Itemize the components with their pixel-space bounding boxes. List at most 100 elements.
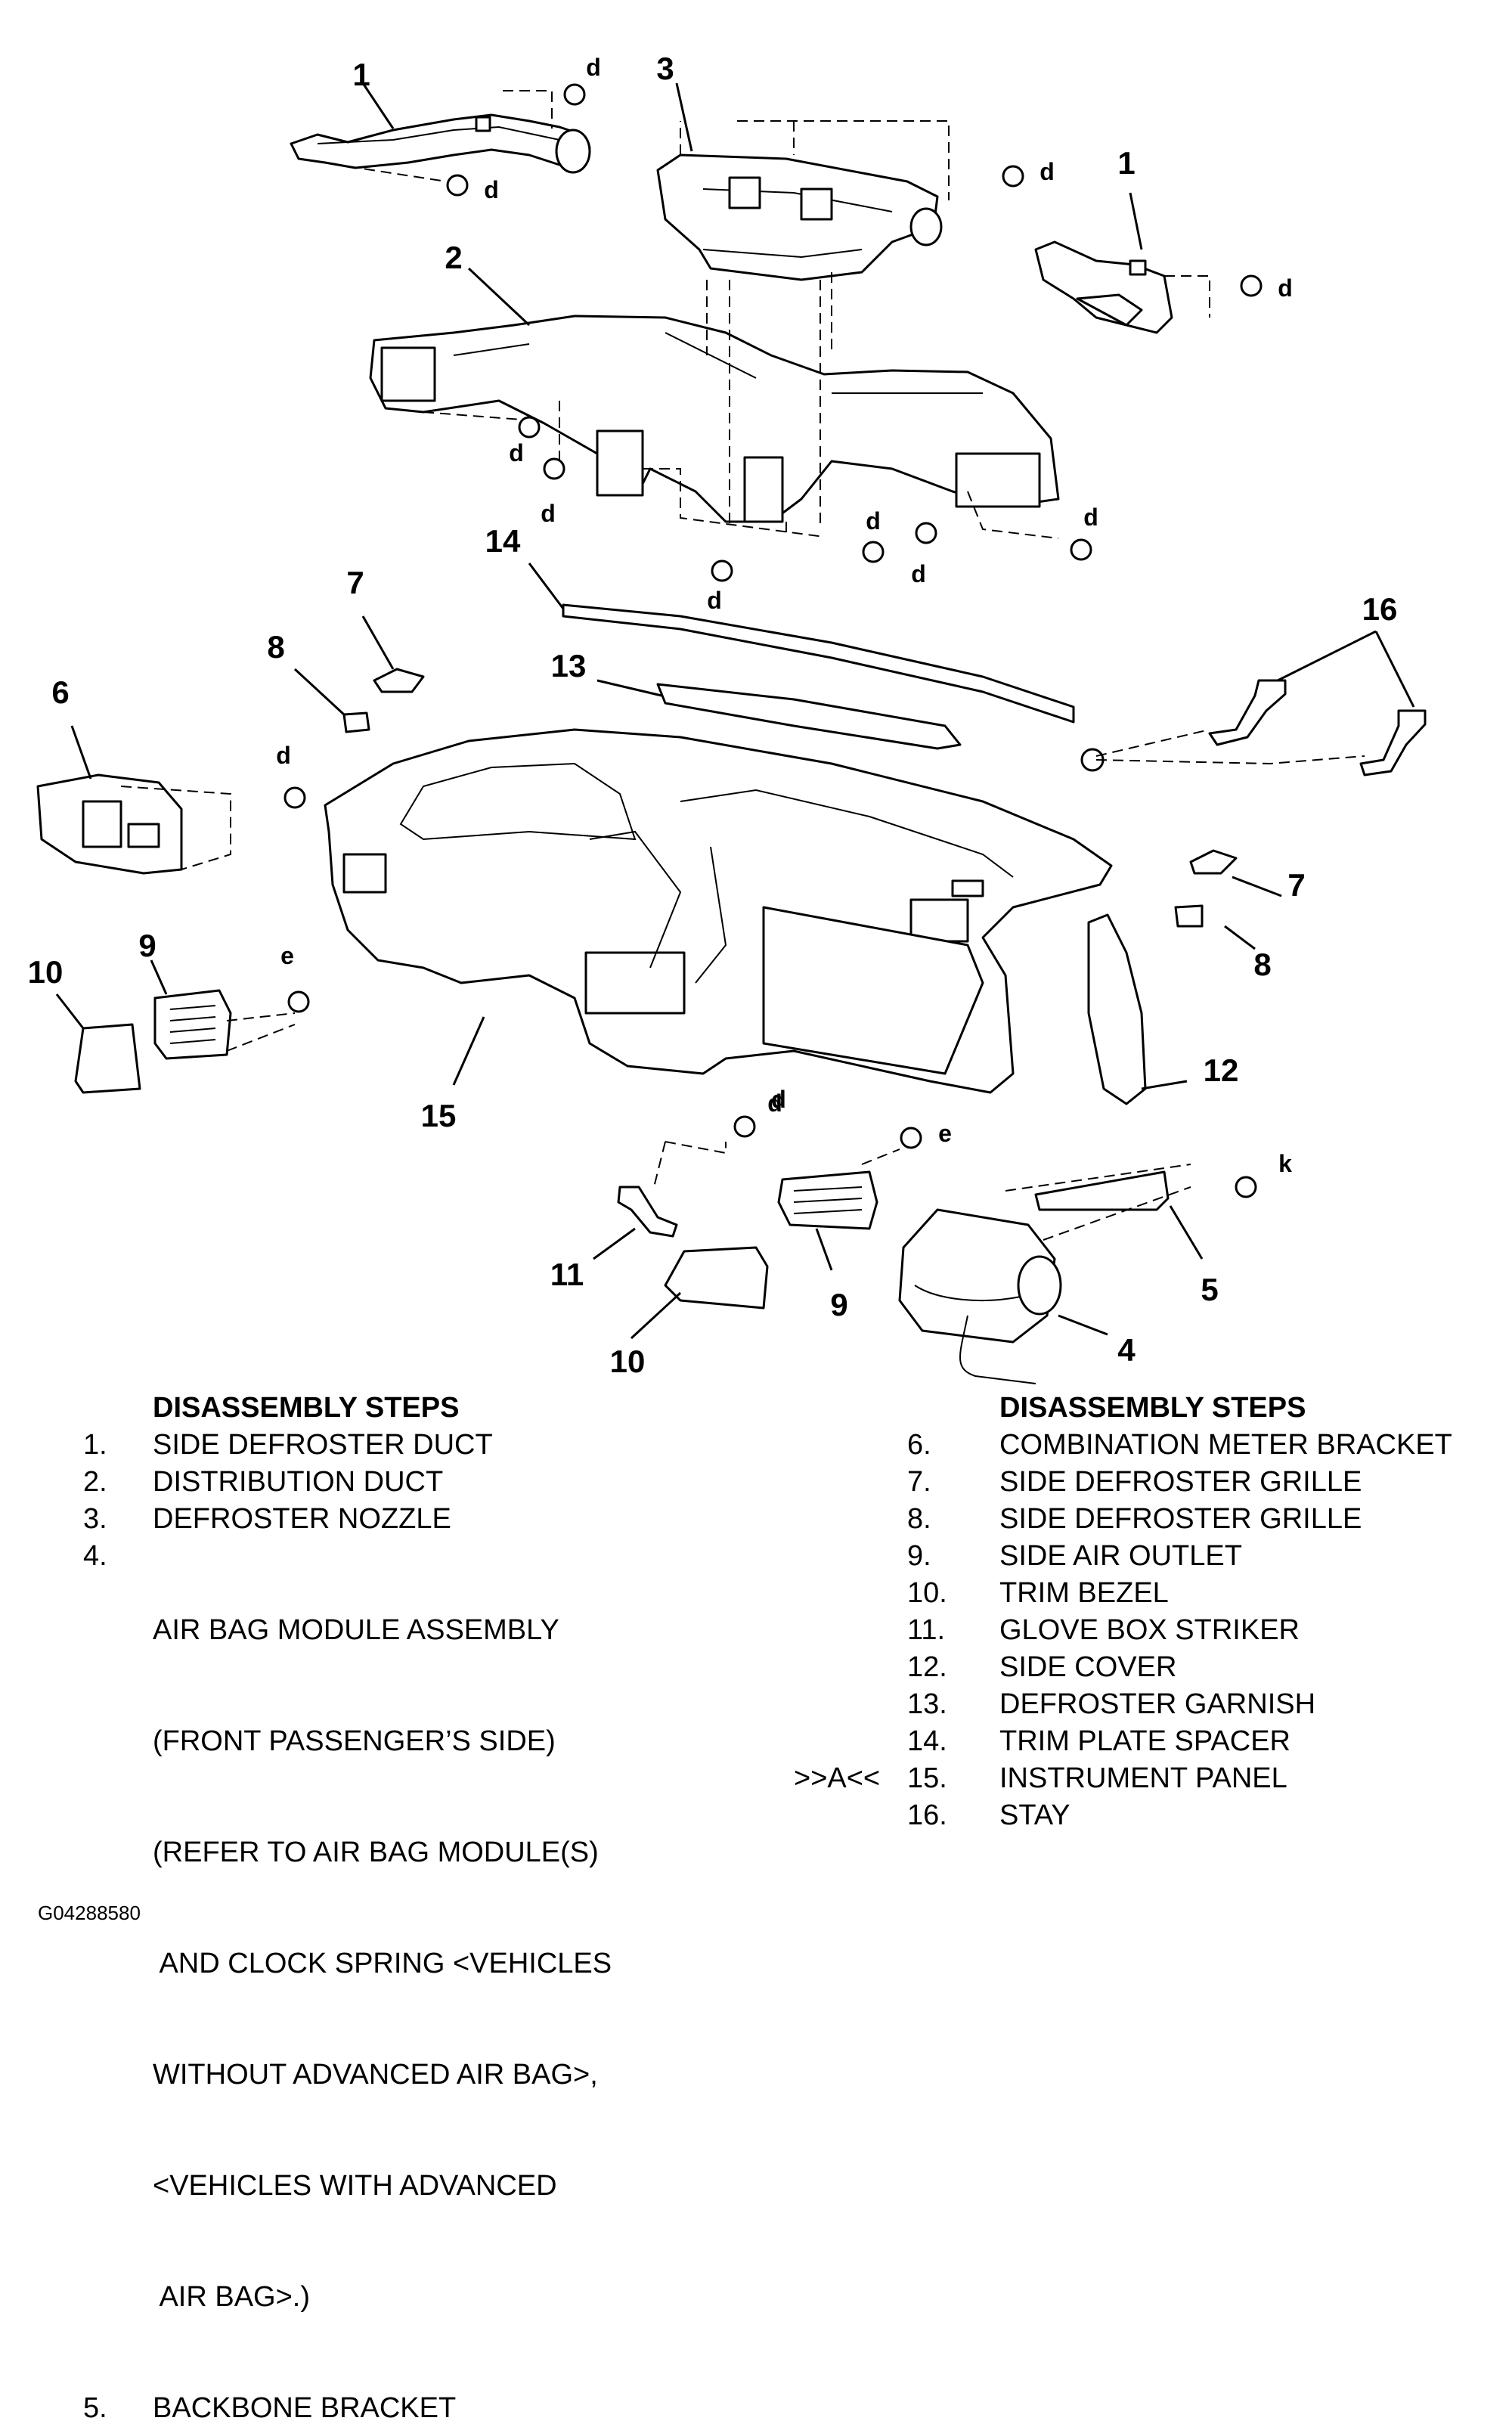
step-4: 4. AIR BAG MODULE ASSEMBLY (FRONT PASSEN…: [83, 1538, 688, 2390]
step-1: 1.SIDE DEFROSTER DUCT: [83, 1427, 688, 1464]
callout-9-lower: 9: [830, 1287, 847, 1322]
callout-numbers: 1 3 1 2 14 7 8 16 13 6 7 9 10 8 12 15 11…: [28, 51, 1398, 1379]
step-15: >>A<<15.INSTRUMENT PANEL: [794, 1760, 1504, 1797]
callout-5: 5: [1201, 1272, 1218, 1307]
step-text: GLOVE BOX STRIKER: [999, 1614, 1300, 1646]
step-text: INSTRUMENT PANEL: [999, 1762, 1287, 1794]
step-11: 11. GLOVE BOX STRIKER: [907, 1612, 1504, 1649]
part-trim-bezel-left: [74, 1023, 141, 1094]
fastener-letter: d: [541, 500, 556, 527]
step-number: 4.: [83, 1540, 107, 1572]
step-text: SIDE DEFROSTER GRILLE: [999, 1503, 1362, 1535]
fastener-letter: d: [1040, 158, 1055, 185]
step-text-line: (FRONT PASSENGER’S SIDE): [153, 1725, 556, 1757]
step-7: 7. SIDE DEFROSTER GRILLE: [907, 1464, 1504, 1501]
steps-heading-left: DISASSEMBLY STEPS: [153, 1392, 460, 1424]
screw-fasteners: [284, 83, 1263, 1198]
step-9: 9. SIDE AIR OUTLET: [907, 1538, 1504, 1575]
step-number: 6.: [907, 1429, 931, 1461]
step-number: 3.: [83, 1503, 107, 1535]
part-defroster-garnish: [656, 683, 962, 750]
part-side-defroster-duct-right: [1034, 240, 1173, 334]
callout-14: 14: [485, 523, 521, 559]
step-text: TRIM PLATE SPACER: [999, 1725, 1290, 1757]
part-side-defroster-grille-small-right: [1174, 904, 1204, 928]
callout-11: 11: [550, 1257, 584, 1292]
callout-7-left: 7: [346, 565, 364, 600]
part-side-cover: [1087, 913, 1147, 1105]
fastener-letter: d: [509, 439, 524, 466]
leader-lines: [55, 82, 1415, 1340]
fastener-letter: d: [1278, 274, 1293, 302]
part-distribution-duct: [369, 315, 1060, 523]
part-glove-box-striker: [617, 1186, 678, 1238]
step-text: BACKBONE BRACKET: [153, 2392, 457, 2424]
callout-9-left: 9: [138, 928, 156, 963]
part-backbone-bracket: [1034, 1170, 1170, 1211]
step-text: SIDE AIR OUTLET: [999, 1540, 1242, 1572]
callout-12: 12: [1204, 1052, 1239, 1088]
step-text: DEFROSTER NOZZLE: [153, 1503, 451, 1535]
part-side-defroster-duct-left: [290, 113, 591, 174]
figure-code: G04288580: [38, 1902, 141, 1924]
part-air-bag-module: [898, 1208, 1062, 1384]
exploded-diagram: 1 3 1 2 14 7 8 16 13 6 7 9 10 8 12 15 11…: [28, 51, 1427, 1384]
fastener-letter: d: [276, 742, 291, 769]
step-text: TRIM BEZEL: [999, 1577, 1169, 1609]
step-text-line: WITHOUT ADVANCED AIR BAG>,: [153, 2059, 598, 2091]
part-side-air-outlet-left: [153, 989, 232, 1060]
step-text: SIDE COVER: [999, 1651, 1177, 1683]
step-14: 14. TRIM PLATE SPACER: [907, 1723, 1504, 1760]
callout-10-lower: 10: [610, 1344, 646, 1379]
steps-heading-right: DISASSEMBLY STEPS: [999, 1392, 1306, 1424]
step-number: 9.: [907, 1540, 931, 1572]
step-13: 13. DEFROSTER GARNISH: [907, 1686, 1504, 1723]
callout-4: 4: [1117, 1332, 1136, 1368]
fastener-letter: e: [280, 942, 294, 969]
step-number: 11.: [907, 1614, 946, 1646]
step-number: 5.: [83, 2392, 107, 2424]
step-text: SIDE DEFROSTER GRILLE: [999, 1466, 1362, 1498]
disassembly-steps-left: DISASSEMBLY STEPS 1.SIDE DEFROSTER DUCT …: [83, 1390, 688, 2427]
fastener-letter: d: [767, 1090, 782, 1117]
step-number: 16.: [907, 1799, 947, 1831]
step-number: 8.: [907, 1503, 931, 1535]
callout-1-left: 1: [352, 57, 370, 92]
fastener-letter: k: [1278, 1150, 1292, 1177]
fastener-letter: d: [707, 587, 722, 614]
step-10: 10. TRIM BEZEL: [907, 1575, 1504, 1612]
part-side-defroster-grille-left: [373, 668, 425, 693]
step-number: 12.: [907, 1651, 947, 1683]
fastener-letter: d: [866, 507, 881, 535]
step-16: 16.STAY: [907, 1797, 1504, 1834]
fastener-letter: d: [911, 560, 926, 587]
step-text-line: AIR BAG>.): [153, 2281, 311, 2313]
step-text-line: (REFER TO AIR BAG MODULE(S): [153, 1837, 599, 1868]
callout-13: 13: [551, 648, 587, 683]
part-side-defroster-grille-small-left: [342, 711, 370, 733]
part-trim-plate-spacer: [562, 603, 1075, 724]
step-text-line: AND CLOCK SPRING <VEHICLES: [153, 1948, 612, 1979]
step-text-line: <VEHICLES WITH ADVANCED: [153, 2170, 557, 2202]
callout-8-left: 8: [267, 629, 284, 665]
step-text: DEFROSTER GARNISH: [999, 1688, 1316, 1720]
step-number: 10.: [907, 1577, 947, 1609]
step-5: 5. BACKBONE BRACKET: [83, 2390, 688, 2427]
part-instrument-panel: [324, 728, 1113, 1094]
fastener-letter: d: [586, 54, 601, 81]
callout-15: 15: [421, 1098, 457, 1133]
step-8: 8. SIDE DEFROSTER GRILLE: [907, 1501, 1504, 1538]
service-point-marker: >>A<<: [794, 1762, 881, 1794]
fastener-letter: d: [771, 1086, 786, 1113]
part-trim-bezel-lower: [664, 1246, 769, 1310]
callout-10-left: 10: [28, 954, 64, 990]
fastener-letters: d d d d d d d d d d d d e d e k: [276, 54, 1293, 1177]
step-number: 13.: [907, 1688, 947, 1720]
callout-7-right: 7: [1287, 867, 1305, 903]
step-number: 7.: [907, 1466, 931, 1498]
step-text: COMBINATION METER BRACKET: [999, 1429, 1452, 1461]
step-12: 12. SIDE COVER: [907, 1649, 1504, 1686]
callout-3: 3: [656, 51, 674, 86]
fastener-letter: d: [1083, 504, 1098, 531]
step-number: 14.: [907, 1725, 947, 1757]
